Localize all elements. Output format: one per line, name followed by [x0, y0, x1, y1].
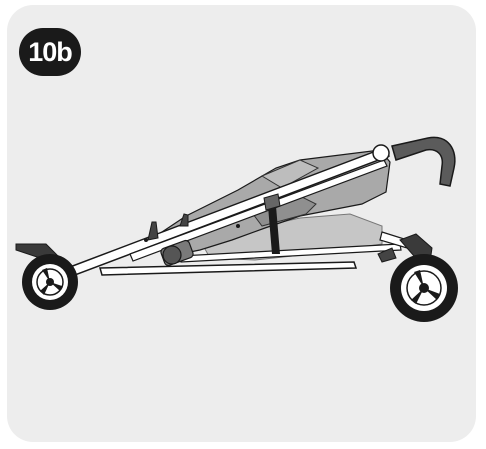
fold-joint-cap [163, 246, 181, 264]
rear-wheel [16, 244, 78, 310]
bottom-frame-bar [100, 262, 356, 275]
frame-rivet [144, 238, 148, 242]
frame-rivet [236, 224, 240, 228]
handle-grip [392, 137, 455, 186]
handle-joint [373, 145, 389, 161]
rear-fin [148, 222, 158, 240]
